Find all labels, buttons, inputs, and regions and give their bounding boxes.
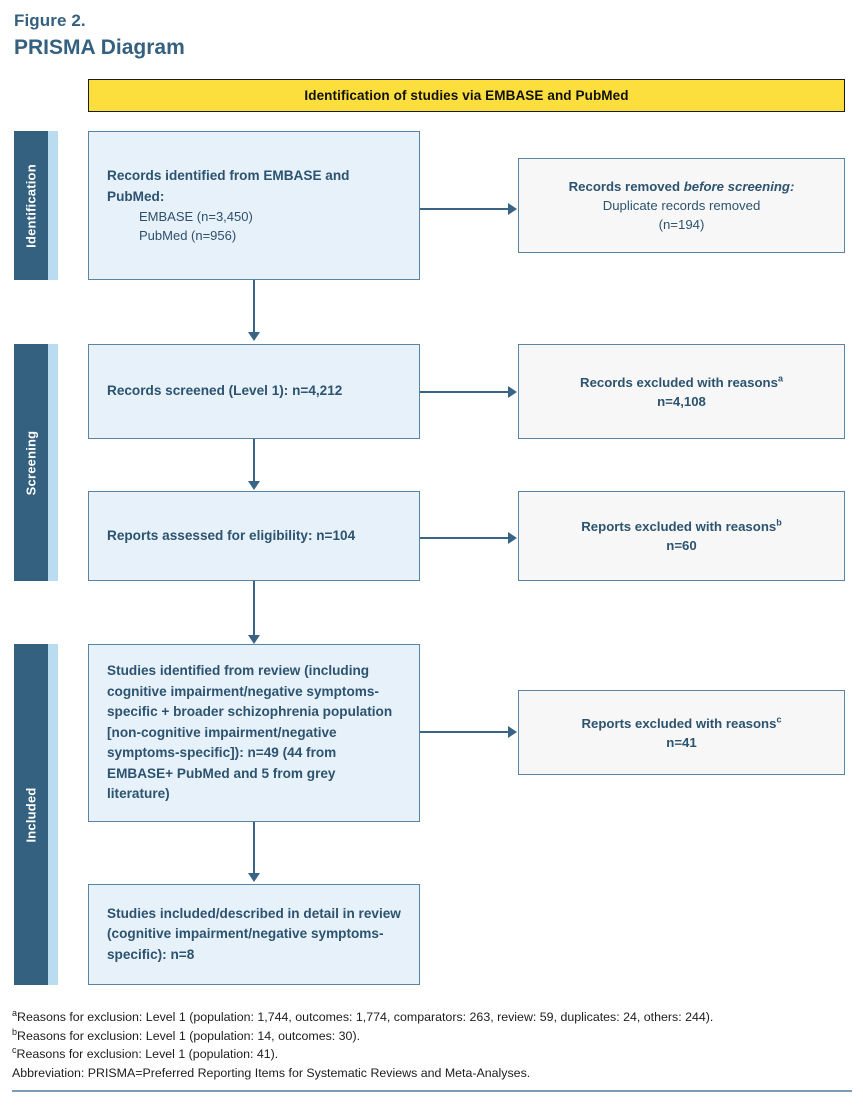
box-reports-excluded-c-label: Reports excluded with reasons bbox=[581, 715, 777, 731]
stage-tab-included: Included bbox=[14, 644, 48, 985]
box-studies-included-final-text: Studies included/described in detail in … bbox=[107, 905, 401, 962]
box-records-identified-heading: Records identified from EMBASE and PubMe… bbox=[107, 168, 350, 204]
box-reports-excluded-b-label: Reports excluded with reasons bbox=[581, 519, 777, 534]
box-reports-excluded-b-line1: Reports excluded with reasonsb bbox=[531, 517, 832, 536]
arrow-studies-to-excluded bbox=[508, 726, 517, 738]
arrow-studies-to-included bbox=[248, 873, 260, 882]
stage-tab-screening: Screening bbox=[14, 344, 48, 581]
box-reports-excluded-c-line1: Reports excluded with reasonsc bbox=[531, 714, 832, 733]
footnote-c-mark: c bbox=[12, 1044, 17, 1055]
box-reports-excluded-c: Reports excluded with reasonsc n=41 bbox=[518, 690, 845, 775]
stage-strip-identification bbox=[48, 131, 58, 280]
arrow-screened-to-excluded bbox=[508, 386, 517, 398]
footnote-c: cReasons for exclusion: Level 1 (populat… bbox=[12, 1045, 852, 1064]
box-reports-excluded-b-mark: b bbox=[776, 517, 782, 528]
prisma-diagram: Identification of studies via EMBASE and… bbox=[14, 79, 845, 985]
box-records-removed-heading-a: Records removed bbox=[568, 179, 684, 194]
box-records-removed: Records removed before screening: Duplic… bbox=[518, 158, 845, 253]
connector-studies-to-included bbox=[253, 822, 255, 873]
footnote-b-text: Reasons for exclusion: Level 1 (populati… bbox=[17, 1028, 361, 1043]
stage-strip-included bbox=[48, 644, 58, 985]
title-block: Figure 2. PRISMA Diagram bbox=[14, 10, 514, 61]
arrow-screened-to-eligibility bbox=[248, 481, 260, 490]
connector-eligibility-to-studies bbox=[253, 581, 255, 635]
box-reports-excluded-c-mark: c bbox=[776, 714, 782, 725]
footnote-a-mark: a bbox=[12, 1007, 18, 1018]
identification-banner-label: Identification of studies via EMBASE and… bbox=[304, 88, 629, 103]
figure-label: Figure 2. bbox=[14, 11, 86, 30]
box-records-removed-heading-b: before screening: bbox=[683, 179, 795, 194]
box-records-excluded-a-label: Records excluded with reasons bbox=[580, 374, 778, 390]
arrow-eligibility-to-studies bbox=[248, 635, 260, 644]
box-records-removed-line3: (n=194) bbox=[658, 217, 705, 232]
stage-tab-identification-label: Identification bbox=[23, 163, 39, 248]
footnote-abbreviation: Abbreviation: PRISMA=Preferred Reporting… bbox=[12, 1064, 852, 1083]
box-records-identified-embase: EMBASE (n=3,450) bbox=[139, 209, 253, 224]
box-records-excluded-a: Records excluded with reasonsa n=4,108 bbox=[518, 344, 845, 439]
box-records-excluded-a-line1: Records excluded with reasonsa bbox=[531, 373, 832, 392]
box-reports-excluded-c-line2: n=41 bbox=[666, 734, 697, 750]
connector-identified-to-removed bbox=[420, 208, 508, 210]
box-records-removed-line2: Duplicate records removed bbox=[602, 198, 761, 213]
footnote-b-mark: b bbox=[12, 1026, 18, 1037]
connector-identified-to-screened bbox=[253, 280, 255, 332]
bottom-divider bbox=[12, 1090, 852, 1092]
box-reports-excluded-b-line2: n=60 bbox=[666, 538, 697, 553]
box-reports-excluded-b: Reports excluded with reasonsb n=60 bbox=[518, 491, 845, 581]
arrow-identified-to-removed bbox=[508, 203, 517, 215]
box-records-removed-heading: Records removed before screening: bbox=[531, 177, 832, 196]
box-records-excluded-a-mark: a bbox=[777, 373, 783, 384]
connector-screened-to-excluded bbox=[420, 391, 508, 393]
footnote-abbreviation-text: Abbreviation: PRISMA=Preferred Reporting… bbox=[12, 1065, 531, 1080]
connector-screened-to-eligibility bbox=[253, 439, 255, 481]
footnote-a-text: Reasons for exclusion: Level 1 (populati… bbox=[17, 1010, 714, 1024]
box-reports-eligibility-text: Reports assessed for eligibility: n=104 bbox=[107, 527, 356, 543]
identification-banner: Identification of studies via EMBASE and… bbox=[88, 79, 845, 112]
footnote-c-text: Reasons for exclusion: Level 1 (populati… bbox=[16, 1047, 279, 1061]
arrow-eligibility-to-excluded bbox=[508, 532, 517, 544]
box-studies-identified-text: Studies identified from review (includin… bbox=[107, 663, 393, 802]
box-reports-eligibility: Reports assessed for eligibility: n=104 bbox=[88, 491, 420, 581]
footnotes: aReasons for exclusion: Level 1 (populat… bbox=[12, 1008, 852, 1082]
stage-tab-identification: Identification bbox=[14, 131, 48, 280]
box-records-identified: Records identified from EMBASE and PubMe… bbox=[88, 131, 420, 280]
connector-eligibility-to-excluded bbox=[420, 537, 508, 539]
box-records-excluded-a-line2: n=4,108 bbox=[657, 393, 706, 409]
box-studies-included-final: Studies included/described in detail in … bbox=[88, 884, 420, 985]
stage-strip-screening bbox=[48, 344, 58, 581]
footnote-b: bReasons for exclusion: Level 1 (populat… bbox=[12, 1027, 852, 1046]
footnote-a: aReasons for exclusion: Level 1 (populat… bbox=[12, 1008, 852, 1027]
connector-studies-to-excluded bbox=[420, 731, 508, 733]
box-records-screened-text: Records screened (Level 1): n=4,212 bbox=[107, 383, 343, 399]
box-records-screened: Records screened (Level 1): n=4,212 bbox=[88, 344, 420, 439]
stage-tab-screening-label: Screening bbox=[23, 430, 39, 495]
arrow-identified-to-screened bbox=[248, 332, 260, 341]
box-records-identified-pubmed: PubMed (n=956) bbox=[139, 228, 237, 243]
stage-tab-included-label: Included bbox=[23, 786, 39, 843]
page-title: PRISMA Diagram bbox=[14, 36, 185, 59]
box-studies-identified: Studies identified from review (includin… bbox=[88, 644, 420, 822]
